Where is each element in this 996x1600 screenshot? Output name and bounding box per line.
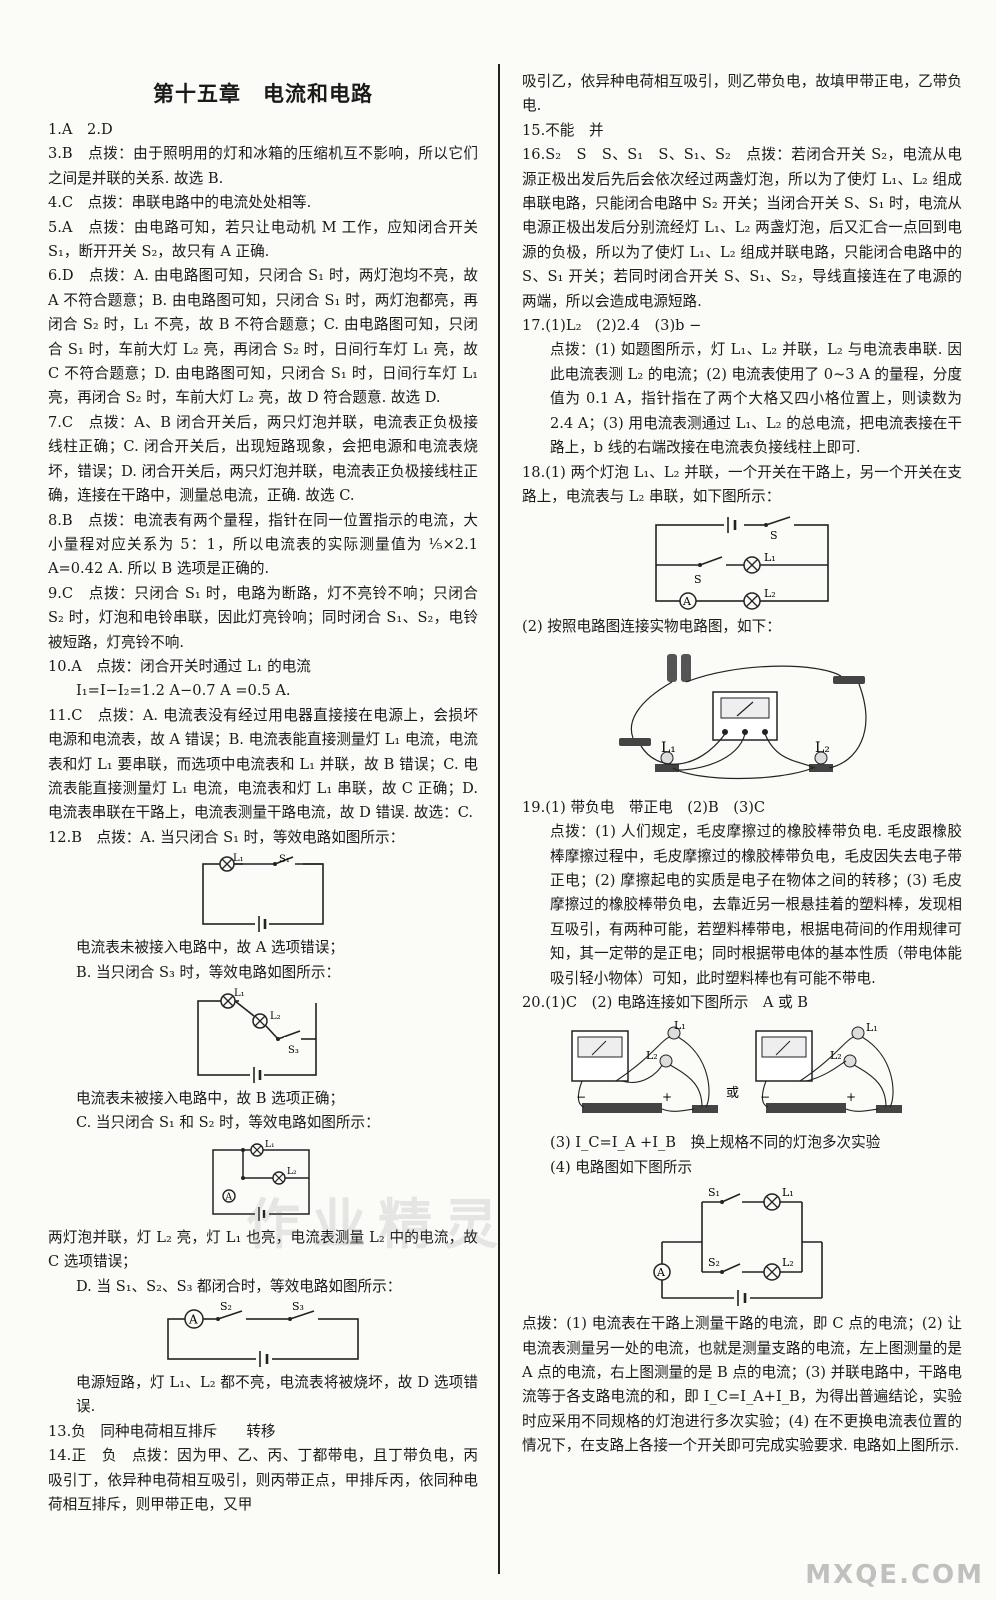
- site-logo: MXQE.COM: [805, 1560, 984, 1590]
- svg-text:−: −: [576, 1090, 586, 1104]
- svg-text:S: S: [770, 529, 778, 542]
- answer-3: 3.B 点拨：由于照明用的灯和冰箱的压缩机互不影响，所以它们之间是并联的关系. …: [48, 145, 478, 187]
- svg-text:A: A: [188, 1313, 198, 1327]
- svg-text:S₃: S₃: [288, 1045, 299, 1056]
- svg-text:L₂: L₂: [287, 1167, 297, 1177]
- answer-18-part2: (2) 按照电路图连接实物电路图，如下：: [522, 618, 781, 636]
- answer-20-part3: (3) I_C=I_A +I_B 换上规格不同的灯泡多次实验: [550, 1134, 881, 1152]
- physical-circuit-18: L₁ L₂: [619, 653, 867, 779]
- answer-10: 10.A 点拨：闭合开关时通过 L₁ 的电流: [48, 657, 311, 675]
- answer-20: 20.(1)C (2) 电路连接如下图所示 A 或 B: [522, 993, 809, 1011]
- column-divider: [498, 64, 500, 1574]
- svg-text:L₂: L₂: [764, 587, 776, 600]
- svg-text:S₃: S₃: [292, 1301, 304, 1313]
- answer-19: 19.(1) 带负电 带正电 (2)B (3)C: [522, 798, 766, 816]
- answer-18: 18.(1) 两个灯泡 L₁、L₂ 并联，一个开关在干路上，另一个开关在支路上，…: [522, 463, 962, 505]
- answer-12: 12.B 点拨：A. 当只闭合 S₁ 时，等效电路如图所示：: [48, 828, 405, 846]
- svg-text:L₂: L₂: [815, 740, 830, 756]
- answer-9: 9.C 点拨：只闭合 S₁ 时，电路为断路，灯不亮铃不响；只闭合 S₂ 时，灯泡…: [48, 584, 478, 651]
- circuit-12b: L₁ L₂ S₃: [197, 988, 317, 1083]
- circuit-12d: A S₂ S₃: [167, 1301, 359, 1368]
- svg-text:L₂: L₂: [830, 1049, 842, 1062]
- or-label: 或: [726, 1086, 739, 1101]
- answer-12-c: C. 当只闭合 S₁ 和 S₂ 时，等效电路如图所示：: [76, 1114, 380, 1132]
- svg-text:A: A: [225, 1192, 233, 1202]
- circuit-12c: A L₁ L₂: [212, 1140, 310, 1221]
- svg-text:S: S: [694, 573, 702, 586]
- svg-text:L₁: L₁: [661, 740, 676, 756]
- svg-text:S₁: S₁: [279, 854, 290, 865]
- answer-7: 7.C 点拨：A、B 闭合开关后，两只灯泡并联，电流表正负极接线柱正确；C. 闭…: [48, 413, 478, 505]
- answer-14: 14.正 负 点拨：因为甲、乙、丙、丁都带电，且丁带负电，丙吸引丁，依异种电荷相…: [48, 1447, 478, 1514]
- answer-14-cont: 吸引乙，依异种电荷相互吸引，则乙带负电，故填甲带正电，乙带负电.: [522, 73, 962, 115]
- answer-11: 11.C 点拨：A. 电流表没有经过用电器直接接在电源上，会损坏电源和电流表，故…: [48, 706, 478, 822]
- svg-text:+: +: [662, 1090, 672, 1104]
- svg-text:L₂: L₂: [646, 1049, 658, 1062]
- answer-16: 16.S₂ S S、S₁ S、S₁、S₂ 点拨：若闭合开关 S₂，电流从电源正极…: [522, 146, 962, 310]
- svg-text:+: +: [846, 1090, 856, 1104]
- chapter-title: 第十五章 电流和电路: [153, 82, 373, 106]
- svg-text:L₁: L₁: [782, 1186, 794, 1199]
- svg-text:L₁: L₁: [764, 551, 776, 564]
- svg-text:L₁: L₁: [265, 1140, 275, 1150]
- circuit-18: A S S L₁ L₂: [655, 516, 829, 611]
- answer-5: 5.A 点拨：由电路可知，若只让电动机 M 工作，应知闭合开关 S₁，断开开关 …: [48, 218, 478, 261]
- circuit-12a: L₁ S₁: [202, 853, 324, 933]
- svg-text:L₁: L₁: [233, 853, 244, 864]
- right-column: 吸引乙，依异种电荷相互吸引，则乙带负电，故填甲带正电，乙带负电. 15.不能 并…: [522, 70, 962, 1459]
- physical-circuits-20: L₁ L₂ − + 或: [571, 1019, 902, 1114]
- svg-text:S₂: S₂: [220, 1301, 232, 1313]
- circuit-20: A S₁ S₂ L₁ L₂: [653, 1186, 823, 1307]
- svg-text:L₁: L₁: [234, 988, 245, 999]
- svg-text:−: −: [760, 1090, 770, 1104]
- answer-1-2: 1.A 2.D: [48, 121, 113, 138]
- answer-12-d: D. 当 S₁、S₂、S₃ 都闭合时，等效电路如图所示：: [76, 1277, 402, 1295]
- svg-text:L₁: L₁: [674, 1019, 686, 1032]
- answer-17: 17.(1)L₂ (2)2.4 (3)b −: [522, 317, 702, 335]
- answer-13: 13.负 同种电荷相互排斥 转移: [48, 1422, 276, 1440]
- answer-17-note: 点拨：(1) 如题图所示，灯 L₁、L₂ 并联，L₂ 与电流表串联. 因此电流表…: [550, 341, 962, 457]
- answer-20-part4: (4) 电路图如下图所示: [550, 1158, 693, 1176]
- answer-6: 6.D 点拨：A. 由电路图可知，只闭合 S₁ 时，两灯泡均不亮，故 A 不符合…: [48, 267, 478, 407]
- answer-8: 8.B 点拨：电流表有两个量程，指针在同一位置指示的电流，大小量程对应关系为 5…: [48, 511, 478, 578]
- watermark: 作业精灵: [246, 1193, 510, 1256]
- svg-text:A: A: [656, 1266, 666, 1279]
- answer-19-note: 点拨：(1) 人们规定，毛皮摩擦过的橡胶棒带负电. 毛皮跟橡胶棒摩擦过程中，毛皮…: [550, 823, 962, 987]
- answer-4: 4.C 点拨：串联电路中的电流处处相等.: [48, 194, 312, 212]
- left-column: 第十五章 电流和电路 1.A 2.D 3.B 点拨：由于照明用的灯和冰箱的压缩机…: [48, 70, 478, 1517]
- svg-text:A: A: [682, 595, 692, 608]
- svg-text:S₁: S₁: [708, 1186, 720, 1199]
- answer-15: 15.不能 并: [522, 121, 604, 139]
- svg-text:L₂: L₂: [270, 1011, 281, 1022]
- svg-text:S₂: S₂: [708, 1256, 720, 1269]
- answer-12-d-result: 电源短路，灯 L₁、L₂ 都不亮，电流表将被烧坏，故 D 选项错误.: [76, 1374, 478, 1416]
- svg-text:L₂: L₂: [782, 1256, 794, 1269]
- answer-12-b: B. 当只闭合 S₃ 时，等效电路如图所示：: [76, 963, 341, 981]
- answer-12-b-result: 电流表未被接入电路中，故 B 选项正确；: [76, 1090, 345, 1107]
- svg-text:L₁: L₁: [866, 1021, 878, 1034]
- answer-20-note: 点拨：(1) 电流表在干路上测量干路的电流，即 C 点的电流；(2) 让电流表测…: [522, 1315, 962, 1455]
- answer-10-formula: I₁=I−I₂=1.2 A−0.7 A =0.5 A.: [76, 682, 291, 700]
- answer-12-a-result: 电流表未被接入电路中，故 A 选项错误；: [76, 939, 344, 957]
- answer-12-c-result: 两灯泡并联，灯 L₂ 亮，灯 L₁ 也亮，电流表测量 L₂ 中的电流，故 C 选…: [48, 1228, 478, 1271]
